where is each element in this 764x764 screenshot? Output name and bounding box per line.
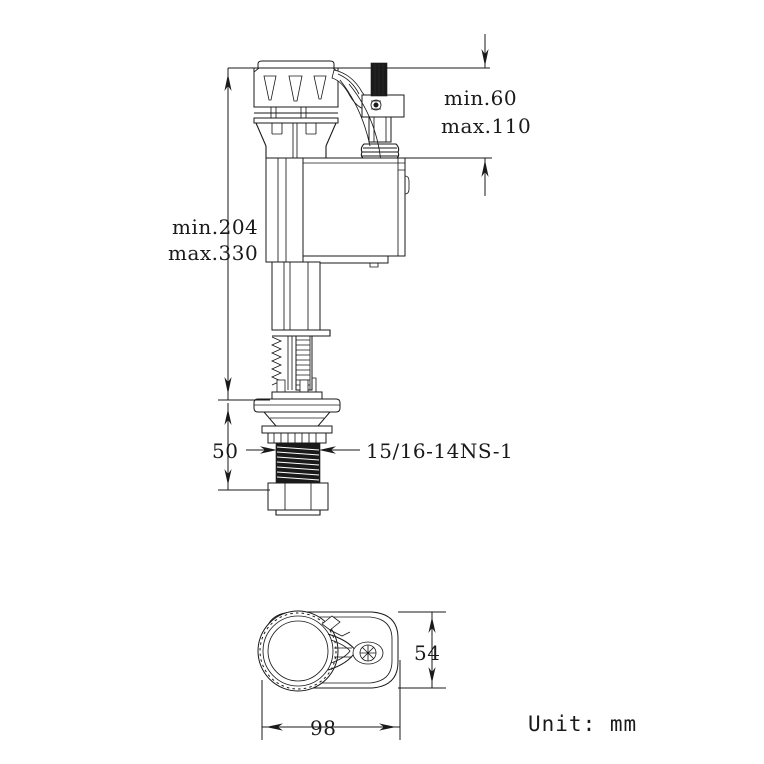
float-rod-rib-lines: [374, 64, 384, 95]
top-plan-view: [257, 610, 399, 692]
housing-bottom-step: [302, 255, 389, 264]
cap-funnel-verticals: [265, 146, 327, 158]
arrow-top-offset-up: [481, 160, 489, 177]
cap-funnel-sides: [255, 122, 337, 147]
plan-cap-mid-circle: [262, 615, 334, 687]
ratchet-adjustment-section: [270, 335, 323, 400]
valve-main-body: [265, 157, 410, 268]
dimension-annotations-elevation: min.204 max.330 50 15/16-14NS-1 min.60 m…: [168, 34, 531, 491]
cap-top-plate: [257, 60, 335, 69]
label-height-max: max.330: [168, 241, 258, 265]
washer-plate: [261, 425, 333, 434]
cone-seal: [262, 411, 332, 427]
label-plan-width-98: 98: [310, 716, 336, 740]
cap-vent-cone-2: [288, 75, 303, 102]
arrow-shank-top: [224, 409, 232, 425]
arrow-plan-depth-bottom: [428, 667, 436, 683]
plan-arm-inner: [330, 639, 351, 664]
lock-nut: [267, 432, 327, 444]
latch-clip-left: [276, 379, 286, 393]
latch-clip-right: [299, 379, 309, 393]
arrow-top-offset-down: [481, 49, 489, 66]
arrow-leader-thread-right: [319, 446, 336, 454]
rod-guide-column: [368, 116, 392, 143]
cap-band-slots: [270, 107, 307, 118]
ratchet-base-plate: [271, 391, 323, 400]
lever-arm-inner-line: [337, 73, 360, 95]
lower-tube: [271, 261, 321, 331]
ratchet-rack-body: [295, 335, 313, 391]
cap-skirt: [253, 117, 339, 124]
shank-thread-lines: [276, 446, 320, 481]
threaded-shank: [275, 442, 321, 484]
housing-right-edge: [397, 158, 405, 256]
housing-side-tab: [404, 175, 410, 195]
arrow-shank-bottom: [224, 469, 232, 485]
arrow-plan-depth-top: [428, 617, 436, 633]
label-top-min: min.60: [444, 86, 517, 110]
dimension-annotations-plan: 54 98: [261, 611, 446, 740]
hose-curve-inner: [339, 79, 371, 147]
housing-outlet-nub: [369, 262, 379, 268]
hex-nut-body: [267, 482, 329, 511]
clamp-screw-ticks: [371, 100, 381, 110]
flange-disc: [253, 398, 341, 413]
rod-clamp-block: [361, 94, 405, 118]
plan-screw-cross: [360, 645, 376, 661]
lower-tube-edges: [283, 262, 309, 330]
lock-nut-serrations: [273, 433, 317, 443]
arrow-leader-shank-left: [260, 446, 277, 454]
plan-cap-inner-circle: [267, 620, 329, 682]
hex-nut-facets: [284, 483, 312, 510]
cap-vent-cone-3: [313, 75, 327, 100]
front-elevation-view: [253, 60, 410, 516]
label-top-max: max.110: [441, 114, 531, 138]
arrow-plan-width-left: [266, 723, 283, 731]
arrow-plan-width-right: [379, 723, 396, 731]
bottom-hex-nut: [267, 482, 329, 516]
valve-housing-box: [302, 157, 406, 257]
label-height-min: min.204: [172, 215, 258, 239]
spring-coil: [270, 336, 283, 386]
ratchet-guide-rods: [287, 336, 293, 390]
cap-internal-ribs: [271, 123, 317, 134]
cap-vent-cone-1: [263, 75, 277, 101]
clamp-screw-center: [373, 102, 379, 108]
plan-cap-outer-circle: [257, 610, 339, 692]
unit-note: Unit: mm: [528, 712, 637, 736]
arrow-total-height-bottom: [224, 377, 232, 394]
plan-connector-link: [329, 629, 351, 637]
plan-arm-shade: [334, 647, 352, 658]
label-shank-50: 50: [212, 439, 238, 463]
label-plan-depth-54: 54: [414, 641, 440, 665]
mounting-flange-assembly: [253, 398, 341, 444]
plan-cap-knurl-ring: [259, 612, 337, 690]
arrow-total-height-top: [224, 74, 232, 91]
label-thread-spec: 15/16-14NS-1: [366, 439, 513, 463]
plan-connector-nub: [321, 615, 341, 631]
hex-nut-base: [275, 509, 321, 516]
valve-cap-assembly: [253, 60, 339, 330]
